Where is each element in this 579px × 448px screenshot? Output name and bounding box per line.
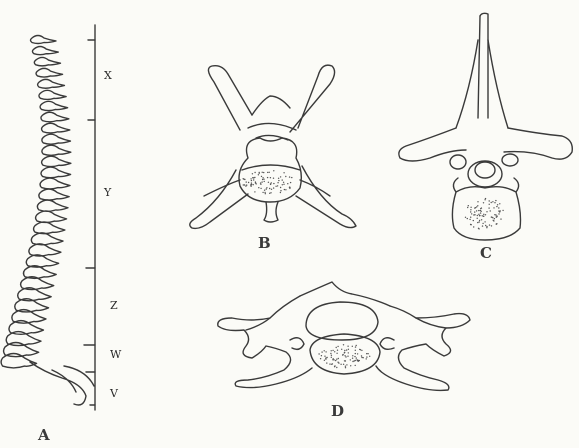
vertebra-segment (30, 36, 55, 44)
vertebra-segment (41, 167, 71, 178)
vertebra-segment (34, 222, 65, 234)
figure-label-c: C (480, 246, 492, 261)
vertebra-segment (42, 123, 70, 133)
vertebra-segment (32, 46, 58, 54)
vertebra-segment (41, 112, 69, 122)
vertebra-c (399, 13, 572, 240)
vertebra-segment (26, 255, 58, 267)
vertebra-d (218, 282, 470, 390)
region-label-y: Y (104, 187, 111, 198)
region-label-w: W (110, 349, 121, 360)
vertebra-segment (40, 178, 70, 189)
vertebra-segment (36, 211, 67, 223)
vertebra-segment (42, 145, 71, 155)
sacrum-coccyx (30, 362, 94, 405)
region-label-x: X (104, 70, 112, 81)
figure-label-a: A (38, 428, 50, 443)
region-bracket (84, 25, 95, 410)
stipple-texture (243, 170, 504, 368)
vertebra-segment (39, 189, 69, 200)
vertebra-segment (37, 200, 68, 211)
vertebra-segment (23, 266, 56, 279)
vertebra-segment (38, 79, 65, 88)
vertebral-column (1, 36, 94, 406)
figure-label-d: D (331, 404, 344, 419)
vertebra-segment (42, 134, 71, 144)
region-label-z: Z (110, 300, 118, 311)
vertebra-segment (29, 244, 61, 256)
vertebra-segment (40, 101, 68, 110)
vertebra-segment (36, 68, 63, 77)
vertebra-segment (31, 233, 63, 245)
vertebra-segment (42, 156, 71, 166)
region-label-v: V (110, 388, 118, 399)
vertebra-segment (1, 354, 37, 368)
figure-label-b: B (258, 236, 271, 251)
vertebra-b (190, 65, 356, 228)
vertebra-segment (34, 57, 60, 65)
vertebra-segment (39, 90, 66, 99)
